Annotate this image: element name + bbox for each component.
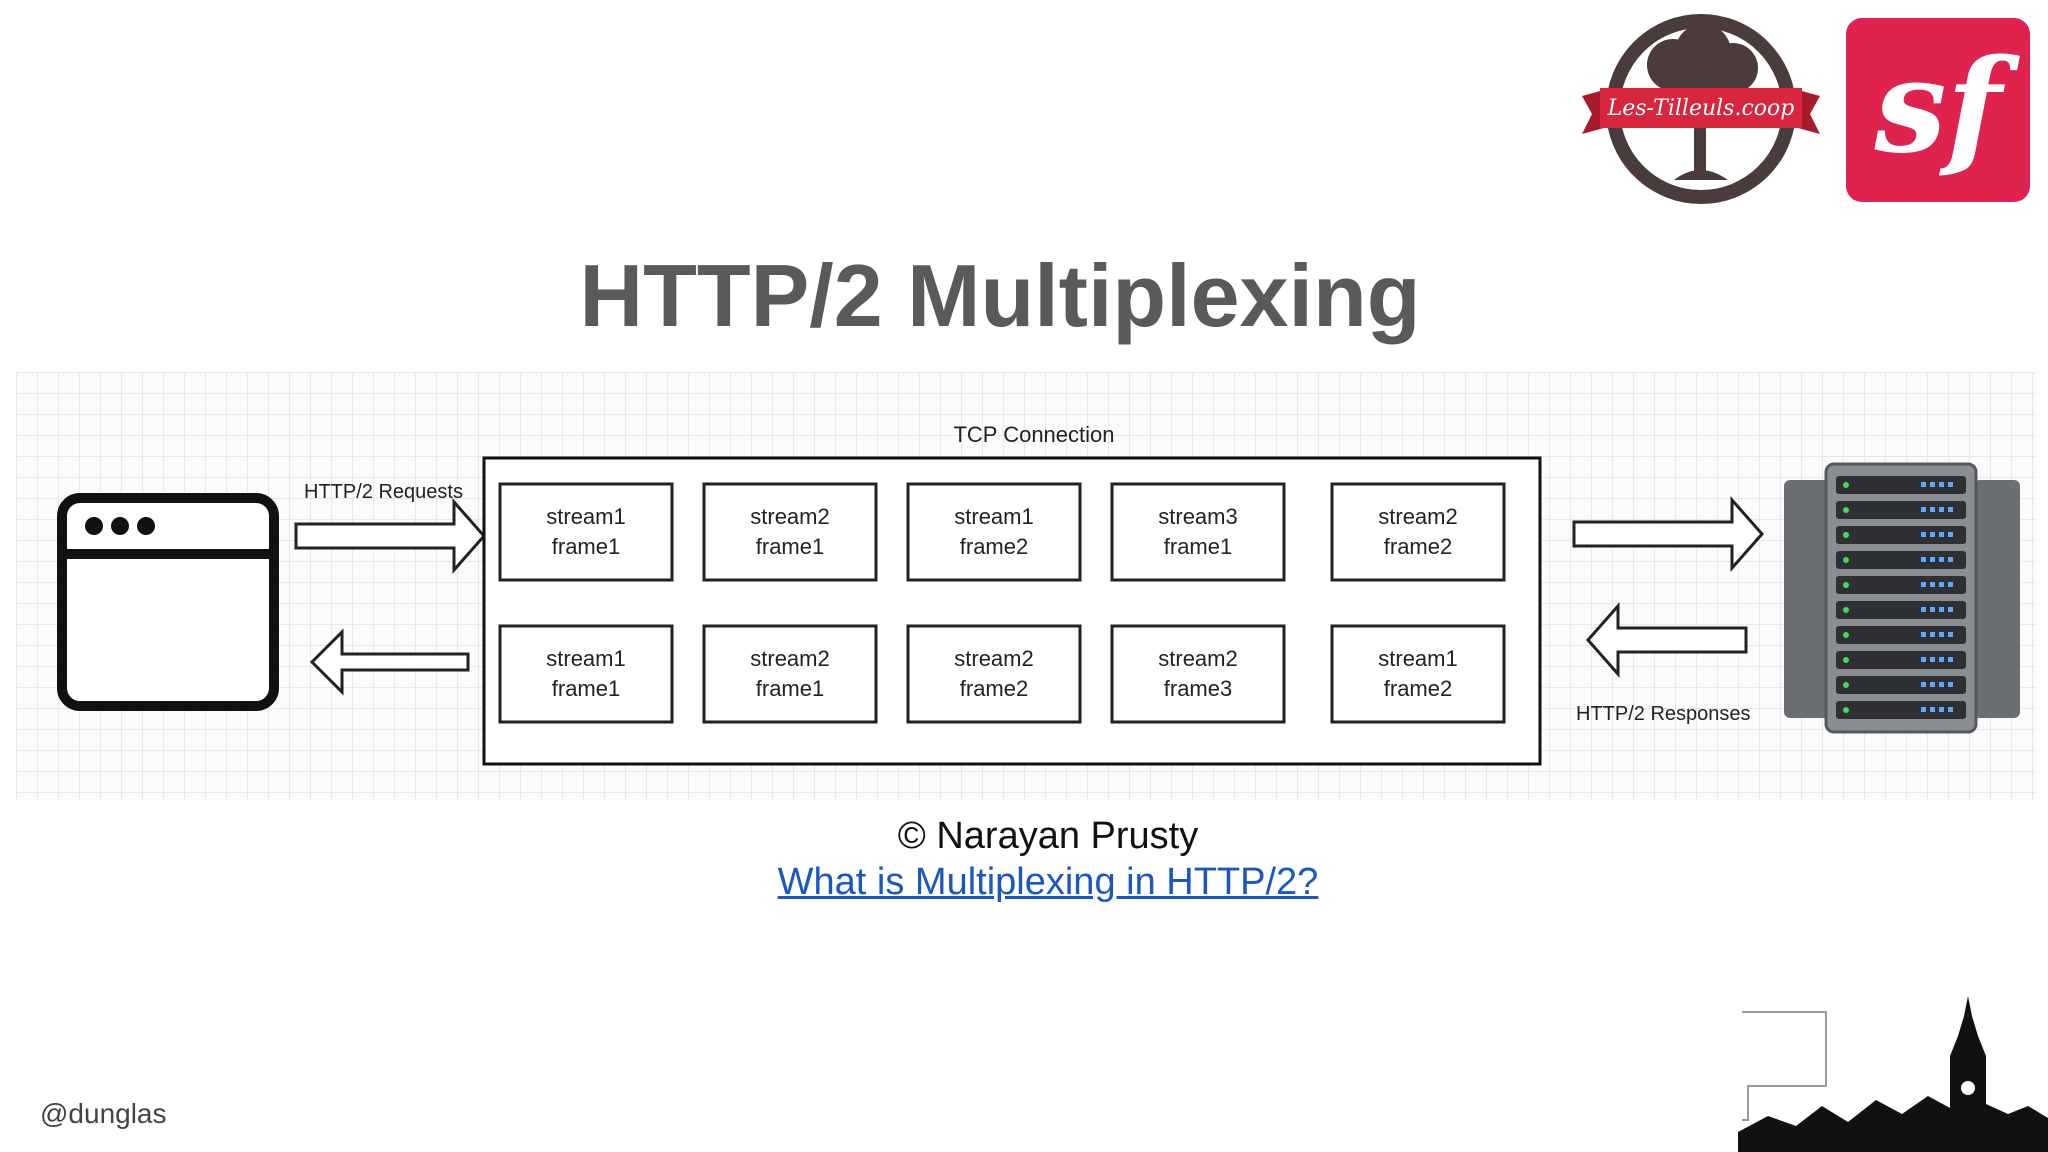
credit-text: © Narayan Prusty (897, 815, 1199, 857)
frame-number-label: frame1 (756, 534, 824, 559)
frame-box: stream2 frame1 (702, 482, 878, 582)
frame-box: stream1 frame2 (1330, 624, 1506, 724)
multiplexing-diagram: HTTP/2 Requests TCP Connection stream1 fr… (16, 372, 2036, 800)
requests-label: HTTP/2 Requests (304, 481, 463, 503)
frame-box: stream1 frame1 (498, 624, 674, 724)
les-tilleuls-logo: Les-Tilleuls.coop (1582, 14, 1820, 204)
frame-box: stream3 frame1 (1110, 482, 1286, 582)
frame-number-label: frame1 (756, 676, 824, 701)
frame-stream-label: stream2 (750, 646, 829, 671)
frame-number-label: frame3 (1164, 676, 1232, 701)
frame-stream-label: stream1 (546, 504, 625, 529)
slide-title: HTTP/2 Multiplexing (579, 246, 1421, 345)
frame-box: stream1 frame1 (498, 482, 674, 582)
response-arrow-left-icon (309, 628, 470, 696)
author-handle: @dunglas (40, 1098, 167, 1129)
frame-stream-label: stream1 (546, 646, 625, 671)
frame-stream-label: stream2 (750, 504, 829, 529)
symfony-logo: sf (1846, 18, 2030, 202)
tcp-connection-label: TCP Connection (953, 422, 1114, 447)
request-arrow-right-icon (294, 498, 487, 574)
frame-number-label: frame1 (1164, 534, 1232, 559)
frame-number-label: frame2 (1384, 534, 1452, 559)
source-link[interactable]: What is Multiplexing in HTTP/2? (777, 861, 1319, 903)
frame-number-label: frame2 (960, 534, 1028, 559)
frame-stream-label: stream2 (954, 646, 1033, 671)
frame-number-label: frame1 (552, 534, 620, 559)
frame-stream-label: stream1 (954, 504, 1033, 529)
frame-box: stream2 frame2 (906, 624, 1082, 724)
frame-box: stream2 frame3 (1110, 624, 1286, 724)
tilleuls-logo-text: Les-Tilleuls.coop (1607, 96, 1795, 121)
server-rack-icon (1784, 462, 2020, 734)
frame-stream-label: stream2 (1378, 504, 1457, 529)
symfony-logo-text: sf (1874, 32, 2002, 182)
browser-window-icon (57, 493, 279, 711)
request-arrow-to-server-icon (1572, 496, 1765, 572)
city-skyline-icon (1738, 996, 2048, 1152)
frame-stream-label: stream2 (1158, 646, 1237, 671)
frame-number-label: frame2 (960, 676, 1028, 701)
frame-stream-label: stream3 (1158, 504, 1237, 529)
frames-group: stream1frame1stream2frame1stream1frame2s… (498, 482, 1506, 724)
frame-box: stream2 frame1 (702, 624, 878, 724)
response-arrow-from-server-icon (1585, 602, 1748, 678)
responses-label: HTTP/2 Responses (1576, 703, 1751, 725)
frame-box: stream2 frame2 (1330, 482, 1506, 582)
frame-number-label: frame2 (1384, 676, 1452, 701)
frame-number-label: frame1 (552, 676, 620, 701)
frame-box: stream1 frame2 (906, 482, 1082, 582)
diagram-canvas: HTTP/2 Requests TCP Connection stream1 fr… (57, 422, 2020, 766)
frame-stream-label: stream1 (1378, 646, 1457, 671)
